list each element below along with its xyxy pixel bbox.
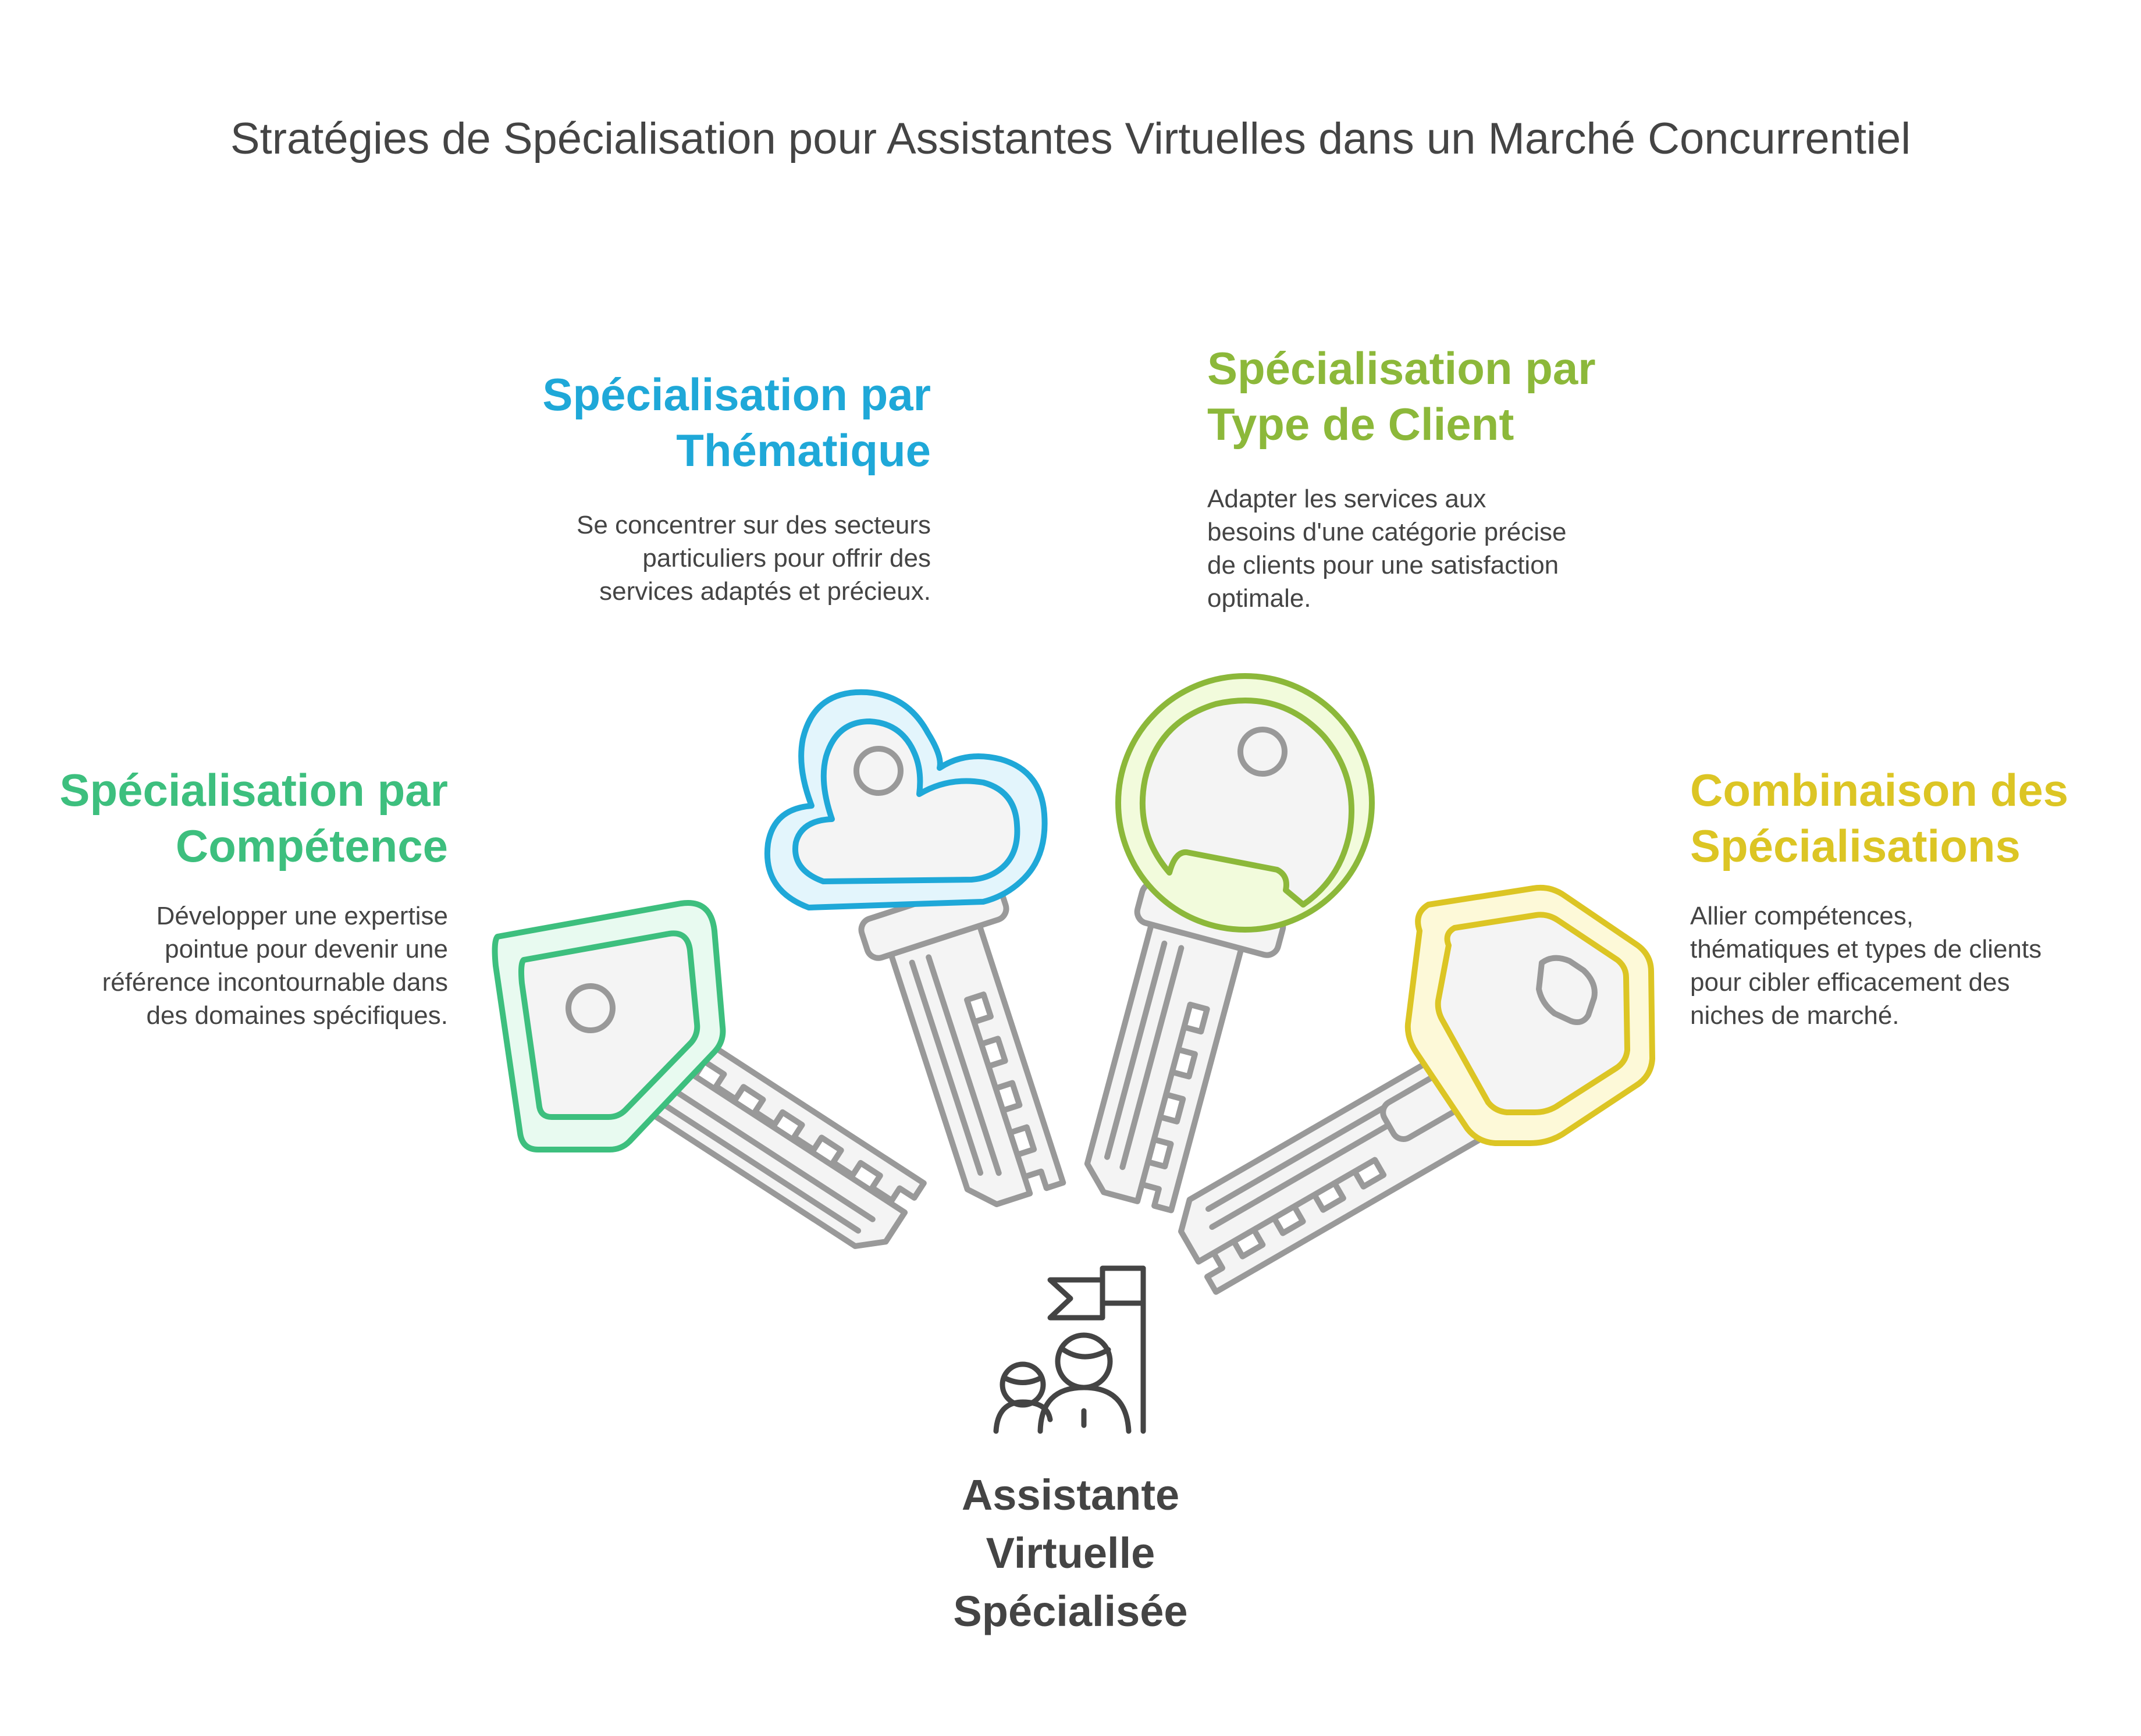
description-line: Développer une expertise xyxy=(156,902,448,930)
heading-line: Thématique xyxy=(676,425,931,476)
branch-combinaison: Combinaison des Spécialisations Allier c… xyxy=(1690,762,2109,1032)
description-line: référence incontournable dans xyxy=(102,968,448,997)
description-line: besoins d'une catégorie précise xyxy=(1207,518,1567,546)
branch-client-description: Adapter les services aux besoins d'une c… xyxy=(1207,482,1649,615)
heading-line: Spécialisation par xyxy=(59,764,448,816)
description-line: pour cibler efficacement des xyxy=(1690,968,2010,997)
branch-thematique-description: Se concentrer sur des secteurs particuli… xyxy=(524,508,931,608)
center-label-line: Virtuelle xyxy=(986,1529,1155,1577)
key-head-thematique xyxy=(764,689,1048,910)
branch-competence-heading: Spécialisation par Compétence xyxy=(47,762,448,874)
branch-competence-description: Développer une expertise pointue pour de… xyxy=(47,899,448,1032)
description-line: Se concentrer sur des secteurs xyxy=(577,511,931,539)
page-title: Stratégies de Spécialisation pour Assist… xyxy=(230,114,1911,163)
heading-line: Spécialisation par xyxy=(1207,343,1596,394)
description-line: pointue pour devenir une xyxy=(165,935,448,963)
description-line: de clients pour une satisfaction xyxy=(1207,551,1559,579)
description-line: Allier compétences, xyxy=(1690,902,1914,930)
key-client-icon xyxy=(1084,891,1253,1214)
branch-client: Spécialisation par Type de Client Adapte… xyxy=(1207,340,1649,615)
heading-line: Spécialisations xyxy=(1690,820,2021,871)
branch-combinaison-heading: Combinaison des Spécialisations xyxy=(1690,762,2109,874)
key-thematique-icon xyxy=(878,892,1066,1208)
key-head-competence xyxy=(492,900,726,1152)
people-with-flag-icon xyxy=(993,1265,1146,1434)
description-line: des domaines spécifiques. xyxy=(146,1001,448,1030)
heading-line: Spécialisation par xyxy=(542,369,931,420)
heading-line: Compétence xyxy=(175,820,448,871)
branch-thematique: Spécialisation par Thématique Se concent… xyxy=(524,367,931,608)
heading-line: Combinaison des xyxy=(1690,764,2069,816)
branch-thematique-heading: Spécialisation par Thématique xyxy=(524,367,931,478)
description-line: particuliers pour offrir des xyxy=(642,544,931,572)
key-head-combinaison xyxy=(1404,884,1655,1146)
description-line: optimale. xyxy=(1207,584,1311,613)
description-line: Adapter les services aux xyxy=(1207,485,1486,513)
branch-competence: Spécialisation par Compétence Développer… xyxy=(47,762,448,1032)
center-label-line: Spécialisée xyxy=(953,1587,1188,1635)
center-label: Assistante Virtuelle Spécialisée xyxy=(896,1466,1245,1641)
branch-client-heading: Spécialisation par Type de Client xyxy=(1207,340,1649,452)
heading-line: Type de Client xyxy=(1207,399,1514,450)
description-line: thématiques et types de clients xyxy=(1690,935,2042,963)
description-line: niches de marché. xyxy=(1690,1001,1900,1030)
center-label-line: Assistante xyxy=(961,1471,1180,1519)
branch-combinaison-description: Allier compétences, thématiques et types… xyxy=(1690,899,2109,1032)
description-line: services adaptés et précieux. xyxy=(599,577,931,606)
key-head-client xyxy=(1115,673,1375,933)
